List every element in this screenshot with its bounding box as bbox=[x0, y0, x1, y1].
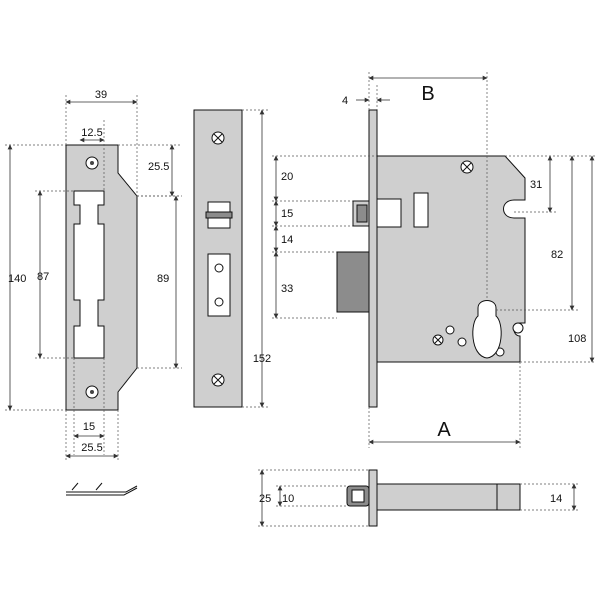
dim-87-label: 87 bbox=[37, 271, 49, 283]
dim-25-side-label: 25 bbox=[259, 493, 271, 505]
dim-89-label: 89 bbox=[157, 273, 169, 285]
dim-4-label: 4 bbox=[342, 95, 348, 107]
dim-14-case-label: 14 bbox=[281, 234, 293, 246]
dim-15-label: 15 bbox=[83, 421, 95, 433]
dim-10-side-label: 10 bbox=[282, 493, 294, 505]
lock-side-view bbox=[346, 469, 521, 527]
dim-A-label: A bbox=[437, 419, 451, 441]
dim-31-label: 31 bbox=[530, 179, 542, 191]
dim-82-label: 82 bbox=[551, 249, 563, 261]
dim-25-5-bottom-label: 25.5 bbox=[81, 442, 102, 454]
dim-B-label: B bbox=[421, 83, 434, 105]
dim-152-label: 152 bbox=[253, 353, 271, 365]
case-top-dimensions: B 4 bbox=[342, 72, 488, 300]
strike-profile bbox=[66, 482, 138, 496]
lock-case bbox=[336, 109, 526, 408]
euro-cylinder-hole-icon bbox=[472, 300, 502, 359]
strike-dimensions: 39 12.5 25.5 140 87 89 15 25.5 bbox=[5, 89, 182, 460]
case-right-dimensions: 31 82 108 bbox=[496, 155, 595, 363]
forend-plate bbox=[193, 109, 243, 408]
strike-plate bbox=[65, 144, 138, 411]
dim-39-label: 39 bbox=[95, 89, 107, 101]
dim-15-case-label: 15 bbox=[281, 208, 293, 220]
dim-140-label: 140 bbox=[8, 273, 26, 285]
dim-108-label: 108 bbox=[568, 333, 586, 345]
dim-14-side-label: 14 bbox=[550, 493, 562, 505]
dim-20-label: 20 bbox=[281, 171, 293, 183]
dim-12-5-label: 12.5 bbox=[81, 127, 102, 139]
dim-33-label: 33 bbox=[281, 283, 293, 295]
dim-25-5-label: 25.5 bbox=[148, 161, 169, 173]
case-left-dimensions: 20 15 14 33 bbox=[272, 155, 377, 319]
